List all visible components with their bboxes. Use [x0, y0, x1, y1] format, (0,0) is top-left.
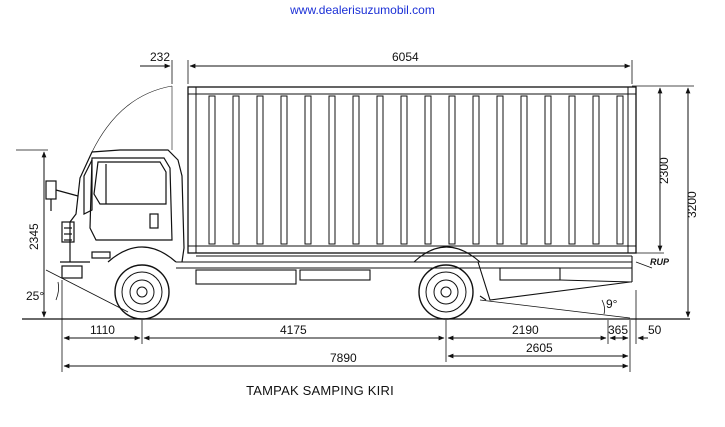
dim-2345: 2345: [27, 223, 41, 250]
dim-3200: 3200: [685, 191, 699, 218]
cargo-box-rib: [400, 95, 408, 245]
front-wheel: [114, 264, 170, 320]
cargo-box-rib: [328, 95, 336, 245]
cargo-box-rib: [376, 95, 384, 245]
dim-4175: 4175: [280, 323, 307, 337]
cargo-box-rib: [352, 95, 360, 245]
dim-2300: 2300: [657, 157, 671, 184]
dim-2190: 2190: [512, 323, 539, 337]
angle-approach: 25°: [26, 289, 44, 303]
cargo-box-rib: [616, 95, 624, 245]
cargo-box-rib: [496, 95, 504, 245]
cargo-box: [187, 86, 637, 254]
angle-departure: 9°: [606, 297, 618, 311]
dim-7890: 7890: [330, 351, 357, 365]
website-url[interactable]: www.dealerisuzumobil.com: [290, 3, 435, 17]
rup-label: RUP: [650, 257, 670, 267]
cargo-box-rib: [424, 95, 432, 245]
dim-365: 365: [608, 323, 628, 337]
cargo-box-rib: [280, 95, 288, 245]
dim-1110: 1110: [90, 323, 115, 337]
cargo-box-rib: [208, 95, 216, 245]
chassis-frame: [176, 246, 633, 301]
cargo-box-rib: [568, 95, 576, 245]
cargo-box-rib: [256, 95, 264, 245]
view-caption: TAMPAK SAMPING KIRI: [246, 383, 394, 398]
cargo-box-rib: [448, 95, 456, 245]
cargo-box-rib: [544, 95, 552, 245]
dim-50: 50: [648, 323, 662, 337]
truck-cab: [45, 85, 185, 279]
cargo-box-rib: [520, 95, 528, 245]
rear-wheel: [418, 264, 474, 320]
cargo-box-rib: [592, 95, 600, 245]
dim-2605: 2605: [526, 341, 553, 355]
cargo-box-rib: [232, 95, 240, 245]
dim-232: 232: [150, 50, 170, 64]
cargo-box-rib: [472, 95, 480, 245]
dim-6054: 6054: [392, 50, 419, 64]
cargo-box-rib: [304, 95, 312, 245]
